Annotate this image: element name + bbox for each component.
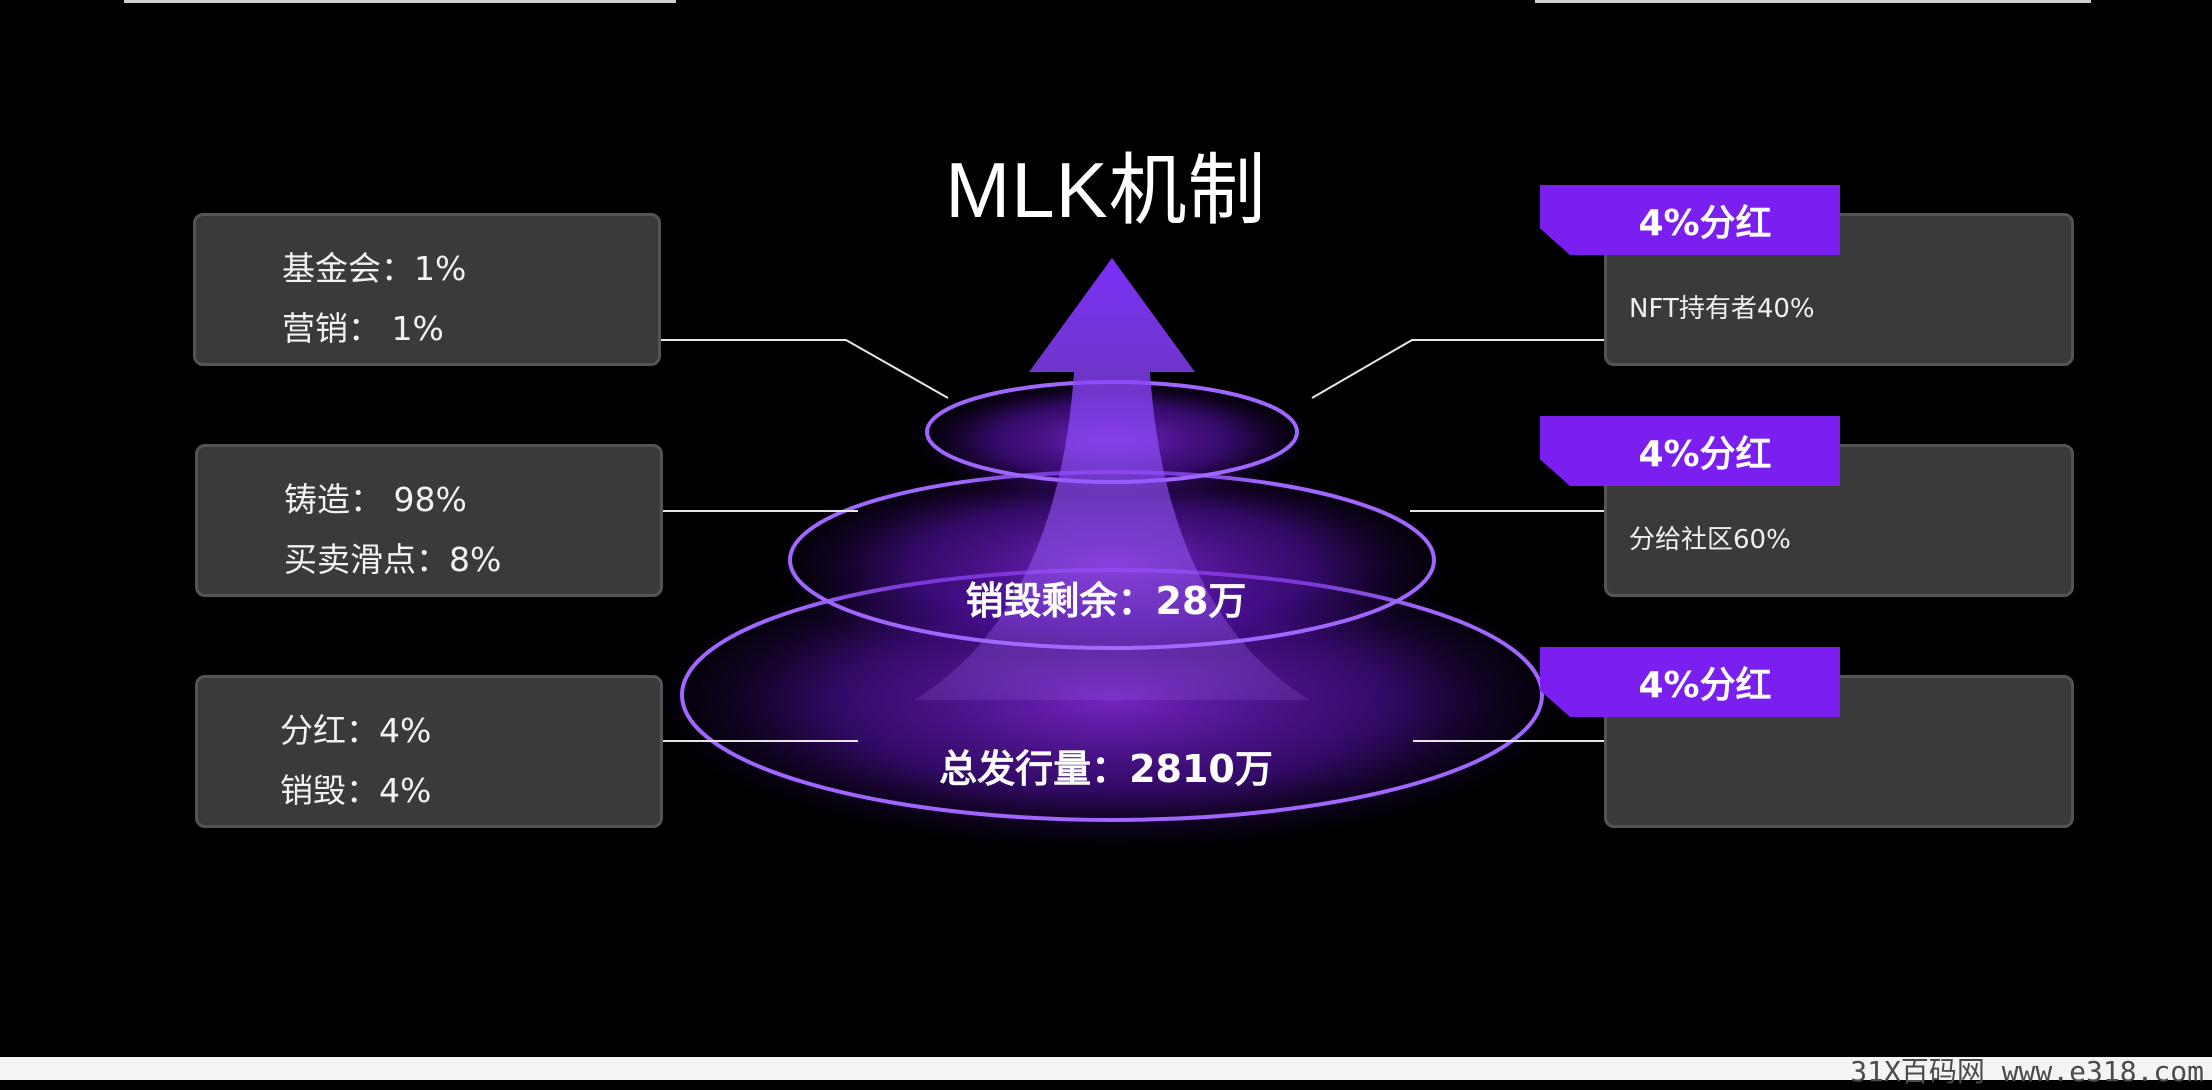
left-box-line: 销毁：4% [280, 771, 432, 810]
right-box-text: 分给社区60% [1629, 525, 1791, 555]
left-box-line: 买卖滑点：8% [284, 540, 502, 579]
dividend-tag: 4%分红 [1540, 647, 1840, 717]
dividend-tag: 4%分红 [1540, 416, 1840, 486]
page-title: MLK机制 [945, 146, 1267, 234]
top-rule-left [124, 0, 676, 3]
left-box-line: 基金会：1% [282, 249, 467, 288]
arrow-icon [914, 258, 1310, 700]
left-box-line: 营销： 1% [282, 309, 444, 348]
burn-remaining-label: 销毁剩余：28万 [965, 579, 1247, 623]
left-box-line: 分红：4% [280, 711, 432, 750]
dividend-tag: 4%分红 [1540, 185, 1840, 255]
left-box-line: 铸造： 98% [284, 480, 467, 519]
total-supply-label: 总发行量：2810万 [939, 747, 1273, 791]
top-rule-right [1535, 0, 2091, 3]
left-box-dividend: 分红：4% 销毁：4% [195, 675, 663, 828]
bottom-bar [0, 1057, 2212, 1080]
watermark-text: 31X百码网 www.e318.com [1850, 1055, 2204, 1088]
connector-lines [661, 339, 1606, 742]
left-box-mint: 铸造： 98% 买卖滑点：8% [195, 444, 663, 597]
left-box-allocation: 基金会：1% 营销： 1% [193, 213, 661, 366]
right-box-text: NFT持有者40% [1629, 294, 1815, 324]
